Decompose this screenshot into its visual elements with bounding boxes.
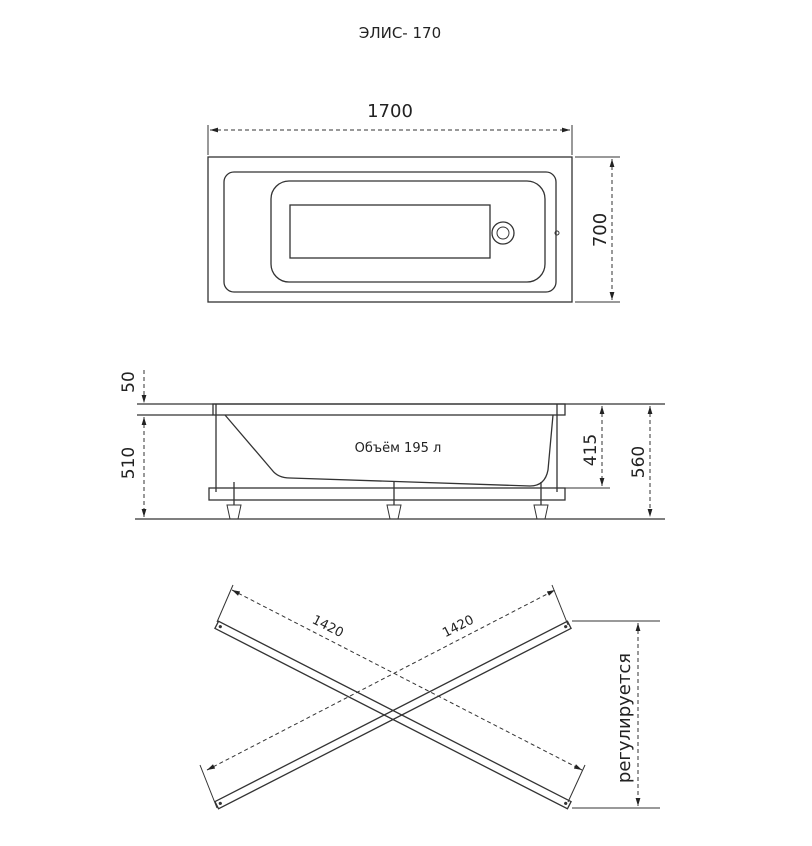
top-view: 1700 700	[207, 101, 620, 303]
total-height-label: 560	[629, 446, 649, 478]
tub-rim-side	[212, 403, 566, 416]
depth-label: 415	[581, 434, 601, 466]
frame-bar-2	[214, 620, 572, 810]
frame-view: 1420 1420 регулируется	[199, 584, 660, 810]
tub-bottom	[289, 204, 491, 259]
width-label: 700	[590, 213, 611, 247]
adjustable-label: регулируется	[614, 653, 635, 783]
rim-height-label: 50	[119, 371, 139, 393]
base-height-label: 510	[119, 447, 139, 479]
side-view: Объём 195 л 50 510 415 560	[119, 370, 665, 520]
tub-basin	[270, 180, 546, 283]
diagonal-1-label: 1420	[309, 613, 345, 641]
volume-label: Объём 195 л	[355, 441, 442, 456]
length-label: 1700	[367, 101, 413, 122]
support-frame	[208, 487, 566, 501]
drain-icon	[491, 221, 515, 245]
tub-outline	[207, 156, 573, 303]
drawing-title: ЭЛИС- 170	[359, 24, 441, 42]
frame-bar-1	[214, 620, 572, 810]
overflow-icon	[554, 230, 560, 236]
leg-icon	[226, 482, 242, 520]
diagonal-2-label: 1420	[440, 613, 476, 641]
tub-rim	[223, 171, 557, 293]
tub-bowl	[224, 414, 554, 487]
